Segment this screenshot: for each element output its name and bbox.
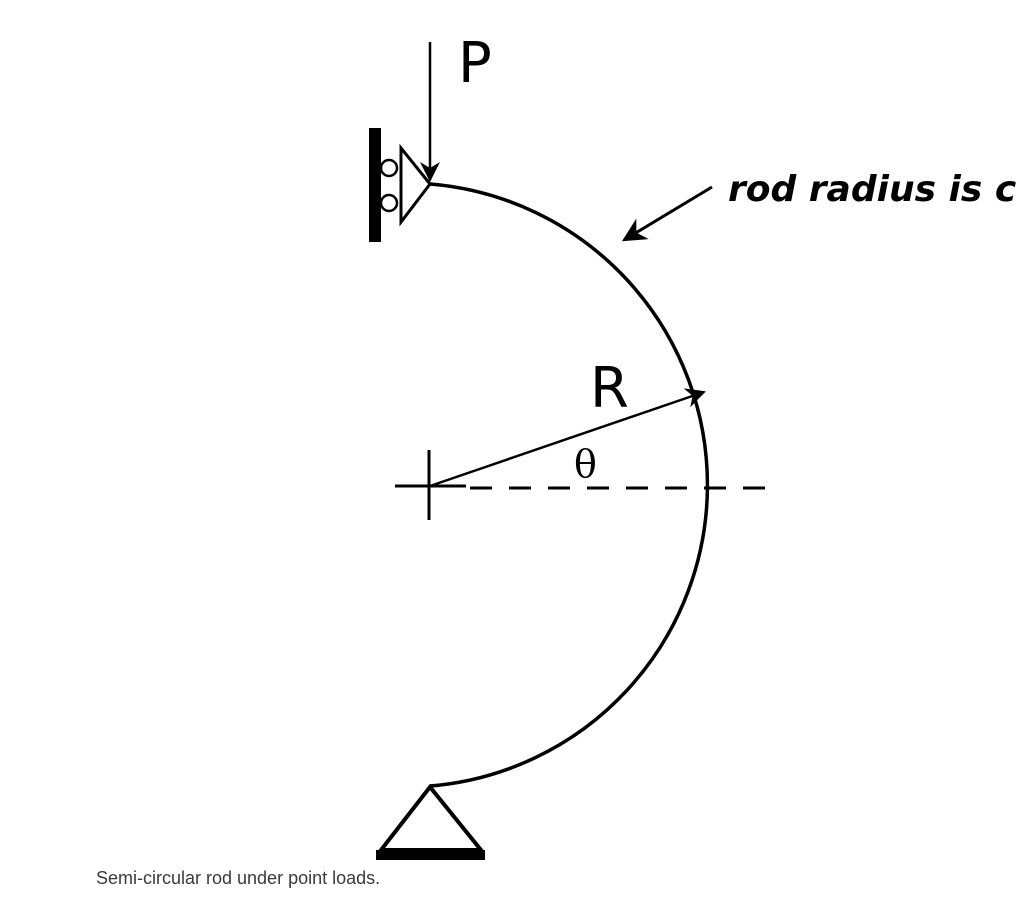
rod-note: rod radius is c <box>728 169 1016 210</box>
angle-label: θ <box>574 442 597 486</box>
radius-arrow <box>429 388 706 488</box>
figure-caption: Semi-circular rod under point loads. <box>96 868 381 888</box>
pin-support-icon <box>376 783 486 860</box>
radius-label: R <box>590 356 629 421</box>
load-label: P <box>458 31 492 96</box>
semicircular-rod <box>429 182 710 788</box>
roller-support-icon <box>369 128 432 242</box>
rod-note-arrow <box>621 185 713 242</box>
